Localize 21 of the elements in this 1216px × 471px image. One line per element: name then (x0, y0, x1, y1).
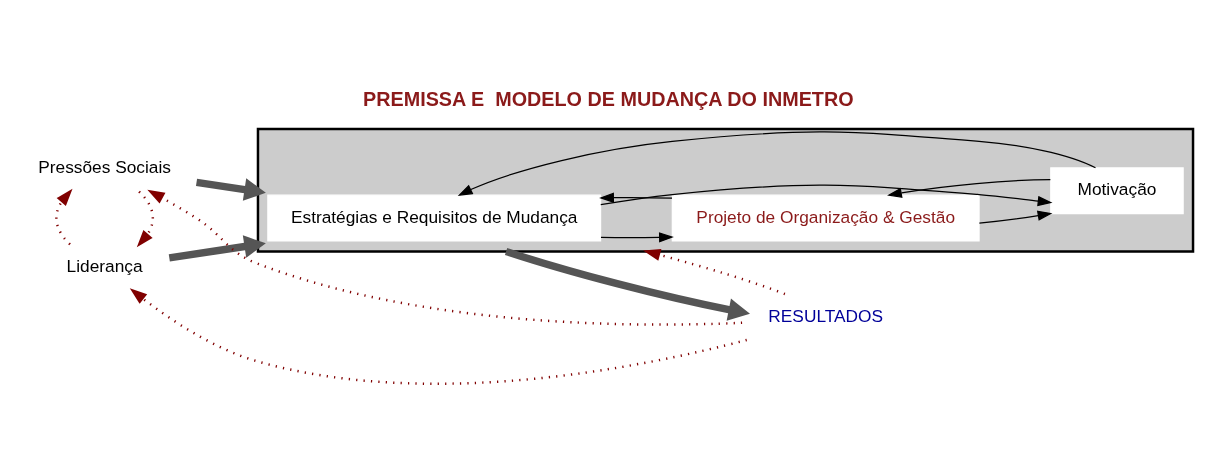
arrow (168, 235, 266, 262)
arrow (600, 184, 1053, 207)
arrow (599, 192, 673, 203)
arrow (129, 288, 747, 385)
arrow (600, 232, 674, 243)
node-text: Pressões Sociais (38, 157, 171, 178)
arrow (147, 189, 743, 326)
cluster (256, 127, 1195, 253)
node-text: Liderança (66, 256, 143, 277)
arrow (643, 249, 786, 296)
arrow (457, 131, 1097, 196)
arrow (136, 190, 154, 248)
node-box: Motivação (1050, 167, 1184, 215)
node-text: RESULTADOS (768, 305, 884, 326)
arrow (978, 210, 1053, 224)
arrow (55, 188, 73, 246)
arrow (504, 247, 750, 321)
diagram-title: PREMISSA E MODELO DE MUDANÇA DO INMETRO (363, 88, 854, 111)
node-box: Estratégias e Requisitos de Mudança (267, 194, 602, 242)
arrow (887, 179, 1051, 198)
node-box: Projeto de Organização & Gestão (671, 194, 980, 242)
